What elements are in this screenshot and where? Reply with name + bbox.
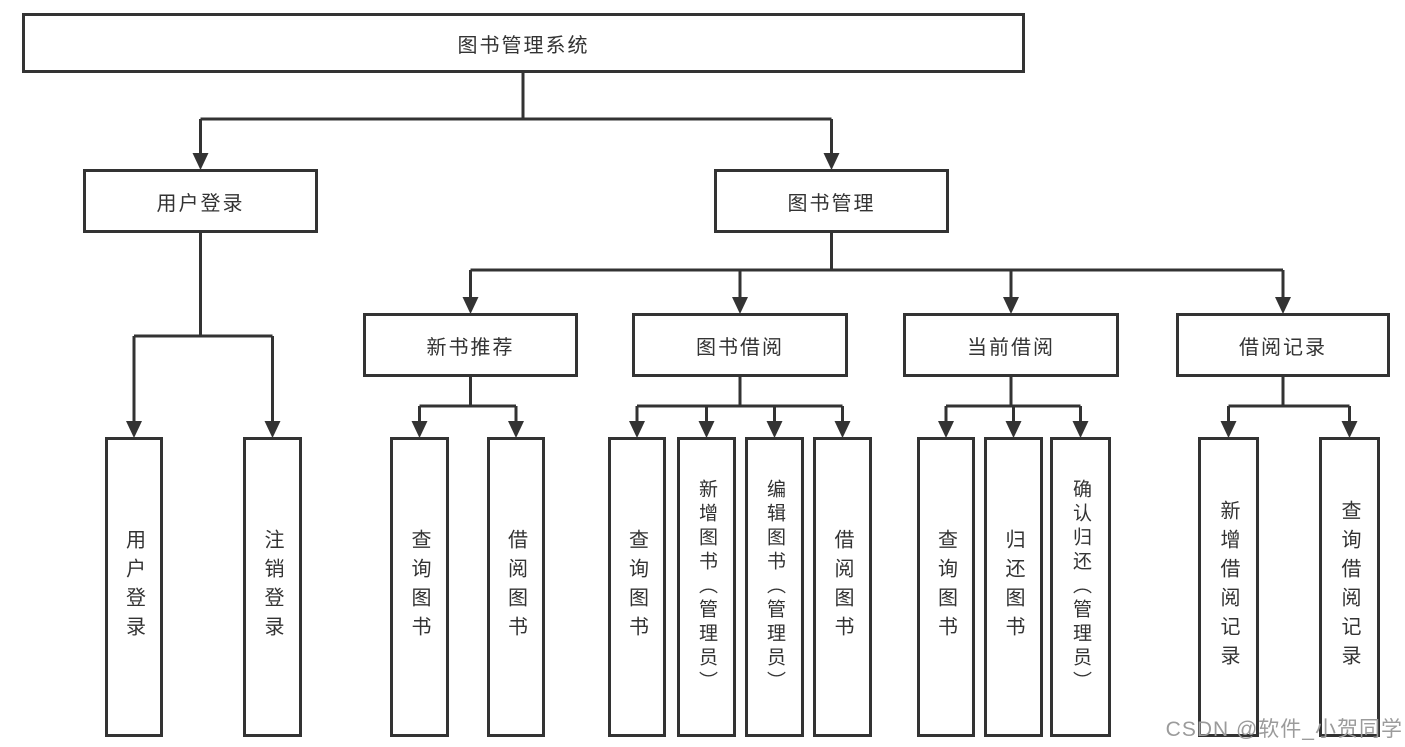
node-edit-books-admin: 编辑图书（管理员）	[745, 437, 804, 737]
node-query-borrow-record: 查询借阅记录	[1319, 437, 1380, 737]
node-borrowing-records: 借阅记录	[1176, 313, 1390, 377]
node-borrow-books: 借阅图书	[813, 437, 872, 737]
node-new-book-recommend: 新书推荐	[363, 313, 578, 377]
node-borrow-books-recommend: 借阅图书	[487, 437, 545, 737]
node-add-books-admin: 新增图书（管理员）	[677, 437, 736, 737]
node-library-management-system: 图书管理系统	[22, 13, 1025, 73]
node-book-management-branch: 图书管理	[714, 169, 949, 233]
node-add-borrow-record: 新增借阅记录	[1198, 437, 1259, 737]
node-user-login-branch: 用户登录	[83, 169, 318, 233]
node-query-books-borrowing: 查询图书	[608, 437, 666, 737]
csdn-watermark: CSDN @软件_小贺同学	[1165, 718, 1403, 741]
node-current-borrowing: 当前借阅	[903, 313, 1119, 377]
node-query-books-recommend: 查询图书	[390, 437, 449, 737]
node-return-books: 归还图书	[984, 437, 1043, 737]
node-confirm-return-admin: 确认归还（管理员）	[1050, 437, 1111, 737]
node-query-books-current: 查询图书	[917, 437, 975, 737]
node-logout: 注销登录	[243, 437, 302, 737]
node-book-borrowing: 图书借阅	[632, 313, 848, 377]
node-user-login: 用户登录	[105, 437, 163, 737]
